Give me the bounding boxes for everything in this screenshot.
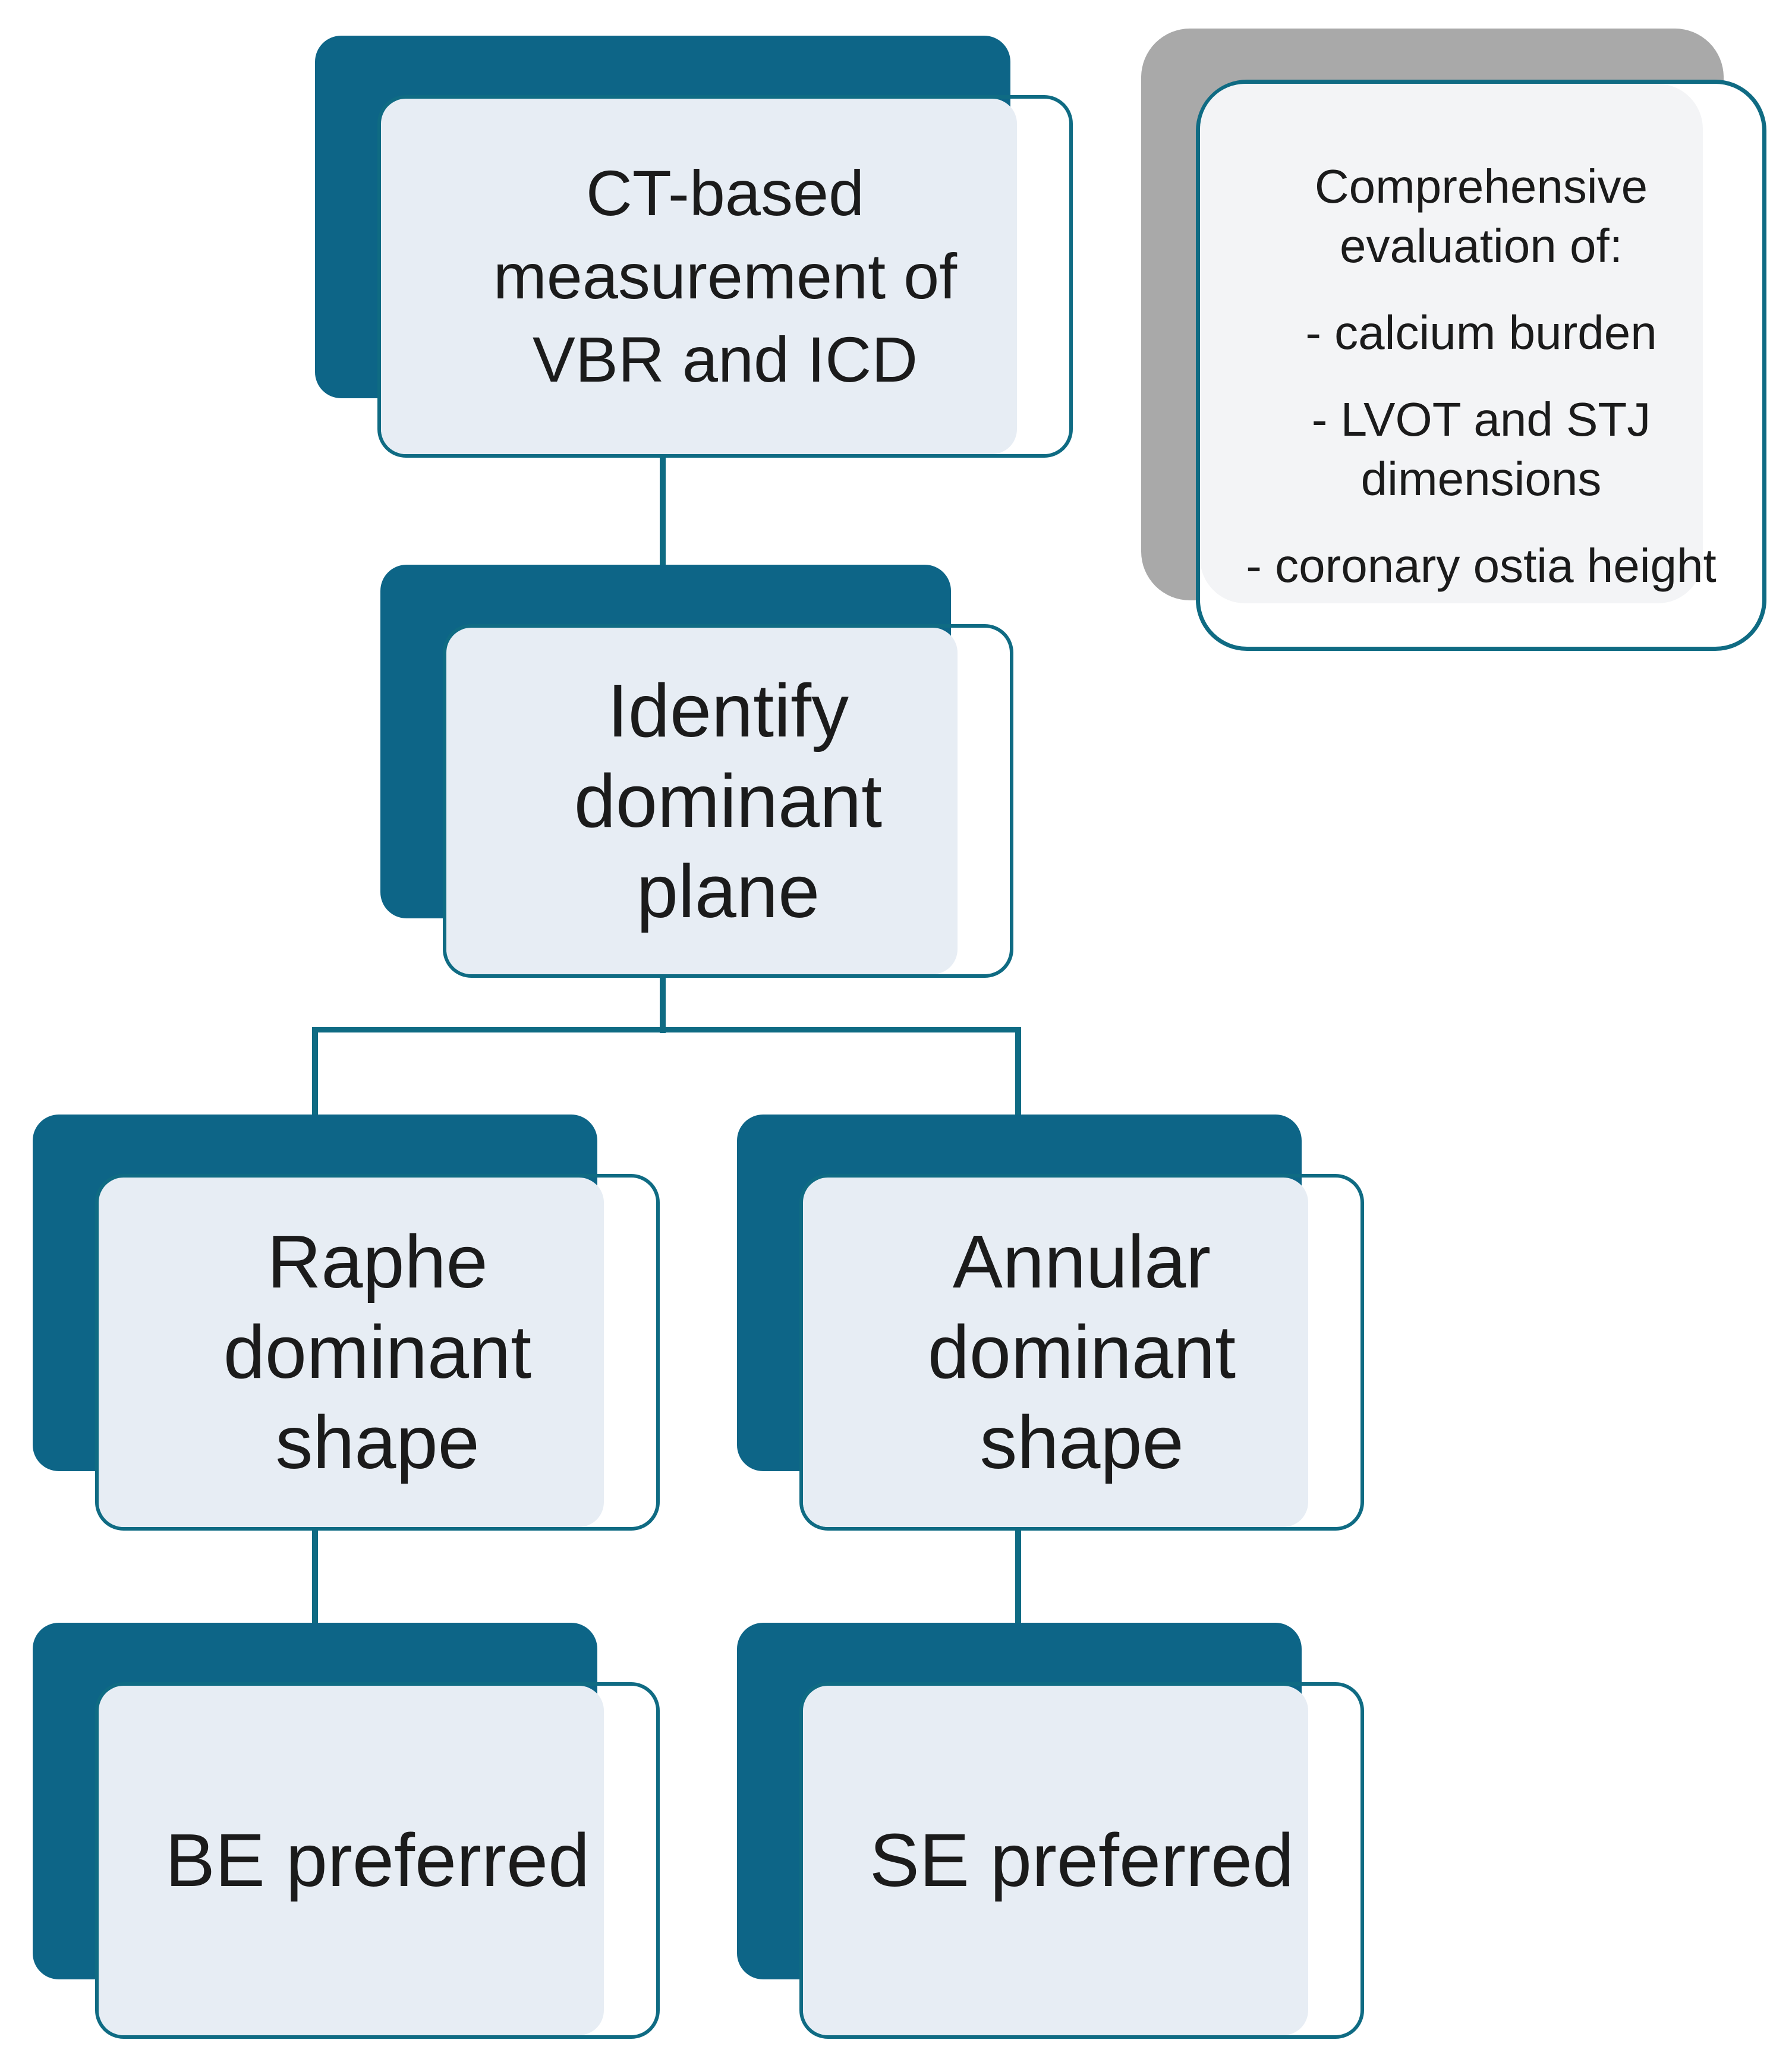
note-title-line: Comprehensive: [1314, 160, 1648, 213]
node-fill: [803, 1686, 1308, 2035]
node-outline: [95, 1682, 660, 2039]
node-fill: [446, 628, 958, 974]
note-item-line: - LVOT and STJ: [1311, 393, 1651, 446]
node-outline: [799, 1682, 1364, 2039]
node-label: CT-based measurement of VBR and ICD: [377, 95, 1073, 458]
label-line: Raphe: [267, 1220, 488, 1304]
connector-branch-horizontal: [312, 1027, 1021, 1032]
note-fill: [1200, 84, 1703, 603]
node-fill: [99, 1178, 604, 1527]
node-fill: [99, 1686, 604, 2035]
node-fill: [381, 99, 1017, 454]
node-outline: [443, 624, 1013, 978]
note-item-line: - calcium burden: [1305, 306, 1657, 359]
label-line: Identify: [607, 668, 849, 753]
connector-annular-to-se: [1015, 1526, 1021, 1627]
label-line: VBR and ICD: [532, 323, 918, 395]
connector-branch-to-raphe: [312, 1027, 318, 1119]
note-item-lvot-stj-dimensions: - LVOT and STJ dimensions: [1312, 390, 1651, 509]
node-label: Identify dominant plane: [443, 624, 1013, 978]
note-content: Comprehensive evaluation of: - calcium b…: [1196, 80, 1766, 651]
connector-ct-to-identify: [660, 449, 666, 571]
note-title-line: evaluation of:: [1340, 219, 1623, 272]
label-line: measurement of: [493, 240, 958, 312]
note-item-line: - coronary ostia height: [1246, 539, 1717, 592]
label-line: BE preferred: [165, 1818, 590, 1902]
node-outline: [377, 95, 1073, 458]
label-line: shape: [275, 1400, 480, 1484]
node-label: Raphe dominant shape: [95, 1174, 660, 1531]
label-line: dominant: [574, 758, 883, 843]
label-line: shape: [980, 1400, 1184, 1484]
node-label: SE preferred: [799, 1682, 1364, 2039]
note-title: Comprehensive evaluation of:: [1315, 157, 1648, 276]
label-line: plane: [636, 849, 820, 933]
node-outline: [799, 1174, 1364, 1531]
label-line: SE preferred: [869, 1818, 1295, 1902]
note-item-calcium-burden: - calcium burden: [1305, 303, 1656, 363]
node-label: BE preferred: [95, 1682, 660, 2039]
connector-identify-to-branch: [660, 968, 666, 1033]
note-item-coronary-ostia-height: - coronary ostia height: [1246, 536, 1717, 596]
label-line: dominant: [927, 1310, 1236, 1394]
connector-branch-to-annular: [1015, 1027, 1021, 1119]
note-item-line: dimensions: [1360, 452, 1602, 505]
node-outline: [95, 1174, 660, 1531]
connector-raphe-to-be: [312, 1526, 318, 1627]
label-line: Annular: [952, 1220, 1211, 1304]
node-fill: [803, 1178, 1308, 1527]
node-label: Annular dominant shape: [799, 1174, 1364, 1531]
label-line: dominant: [223, 1310, 532, 1394]
label-line: CT-based: [585, 157, 865, 229]
